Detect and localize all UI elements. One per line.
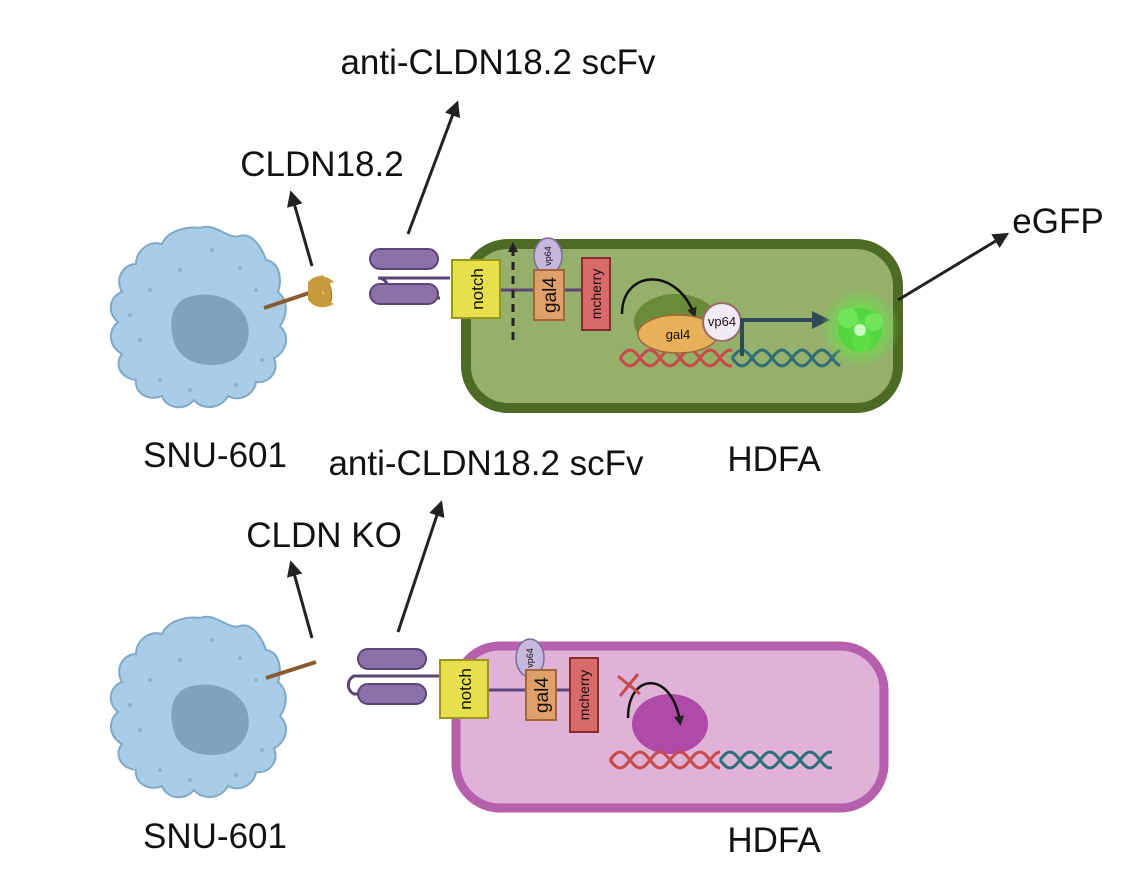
antigen-arrow-top xyxy=(287,190,314,267)
dna-top xyxy=(618,348,841,368)
sender-cell-top xyxy=(109,225,288,409)
translocation-arrow-top xyxy=(620,278,697,318)
top-panel: notch vp64 gal4 mcherry gal4 vp64 xyxy=(109,43,1104,479)
sender-label-top: SNU-601 xyxy=(143,436,287,475)
receiver-label-top: HDFA xyxy=(727,440,821,479)
sender-cell-bottom xyxy=(109,615,288,799)
sender-nucleus-top xyxy=(171,294,249,366)
gal4-domain-bottom xyxy=(525,669,557,721)
scfv-top xyxy=(369,248,450,305)
notch-domain-top xyxy=(451,259,501,319)
gal4-bound-label-top: gal4 xyxy=(666,327,691,342)
scfv-light-chain-top xyxy=(369,283,439,305)
blocked-translocation-arrow xyxy=(626,682,685,726)
scfv-label-top: anti-CLDN18.2 scFv xyxy=(340,43,656,82)
notch-label-top: notch xyxy=(468,268,487,310)
scfv-arrow-top xyxy=(406,100,460,235)
scfv-light-chain-bottom xyxy=(357,683,427,705)
scfv-bottom xyxy=(346,648,440,705)
egfp-protein-icon xyxy=(820,288,900,368)
antigen-stalk-bottom xyxy=(265,660,317,680)
receiver-label-bottom: HDFA xyxy=(727,821,821,860)
mcherry-domain-top xyxy=(581,257,611,331)
scfv-label-bottom: anti-CLDN18.2 scFv xyxy=(328,444,644,483)
notch-domain-bottom xyxy=(439,659,489,719)
nucleus-bottom xyxy=(632,694,708,754)
mcherry-label-bottom: mcherry xyxy=(576,670,592,721)
egfp-arrow xyxy=(897,232,1010,302)
egfp-label: eGFP xyxy=(1012,202,1103,241)
bottom-panel: notch vp64 gal4 mcherry anti-CLDN18.2 sc… xyxy=(109,444,889,860)
sender-label-bottom: SNU-601 xyxy=(143,817,287,856)
notch-label-bottom: notch xyxy=(456,668,475,710)
vp64-label-bottom: vp64 xyxy=(525,648,535,668)
cell-speckles-bottom xyxy=(128,638,264,782)
dna-bottom xyxy=(608,750,833,770)
blocked-x-icon xyxy=(617,673,641,697)
antigen-label-top: CLDN18.2 xyxy=(240,145,403,184)
vp64-bound-label-top: vp64 xyxy=(708,314,736,329)
vp64-label-top: vp64 xyxy=(543,246,553,266)
mcherry-domain-bottom xyxy=(569,657,599,733)
gal4-label-bottom: gal4 xyxy=(532,677,553,713)
antigen-label-bottom: CLDN KO xyxy=(246,516,402,555)
antigen-arrow-bottom xyxy=(286,560,314,639)
activation-arrow-top xyxy=(740,311,830,356)
cell-speckles-top xyxy=(128,248,264,392)
scfv-arrow-bottom xyxy=(396,500,445,633)
gal4-domain-top xyxy=(533,269,565,321)
mcherry-label-top: mcherry xyxy=(588,269,604,320)
scfv-heavy-chain-top xyxy=(369,248,439,270)
scfv-heavy-chain-bottom xyxy=(357,648,427,670)
gal4-label-top: gal4 xyxy=(540,277,561,313)
sender-nucleus-bottom xyxy=(171,684,249,756)
antigen-stalk-top xyxy=(263,290,313,310)
cldn182-crescent-icon xyxy=(308,276,334,308)
